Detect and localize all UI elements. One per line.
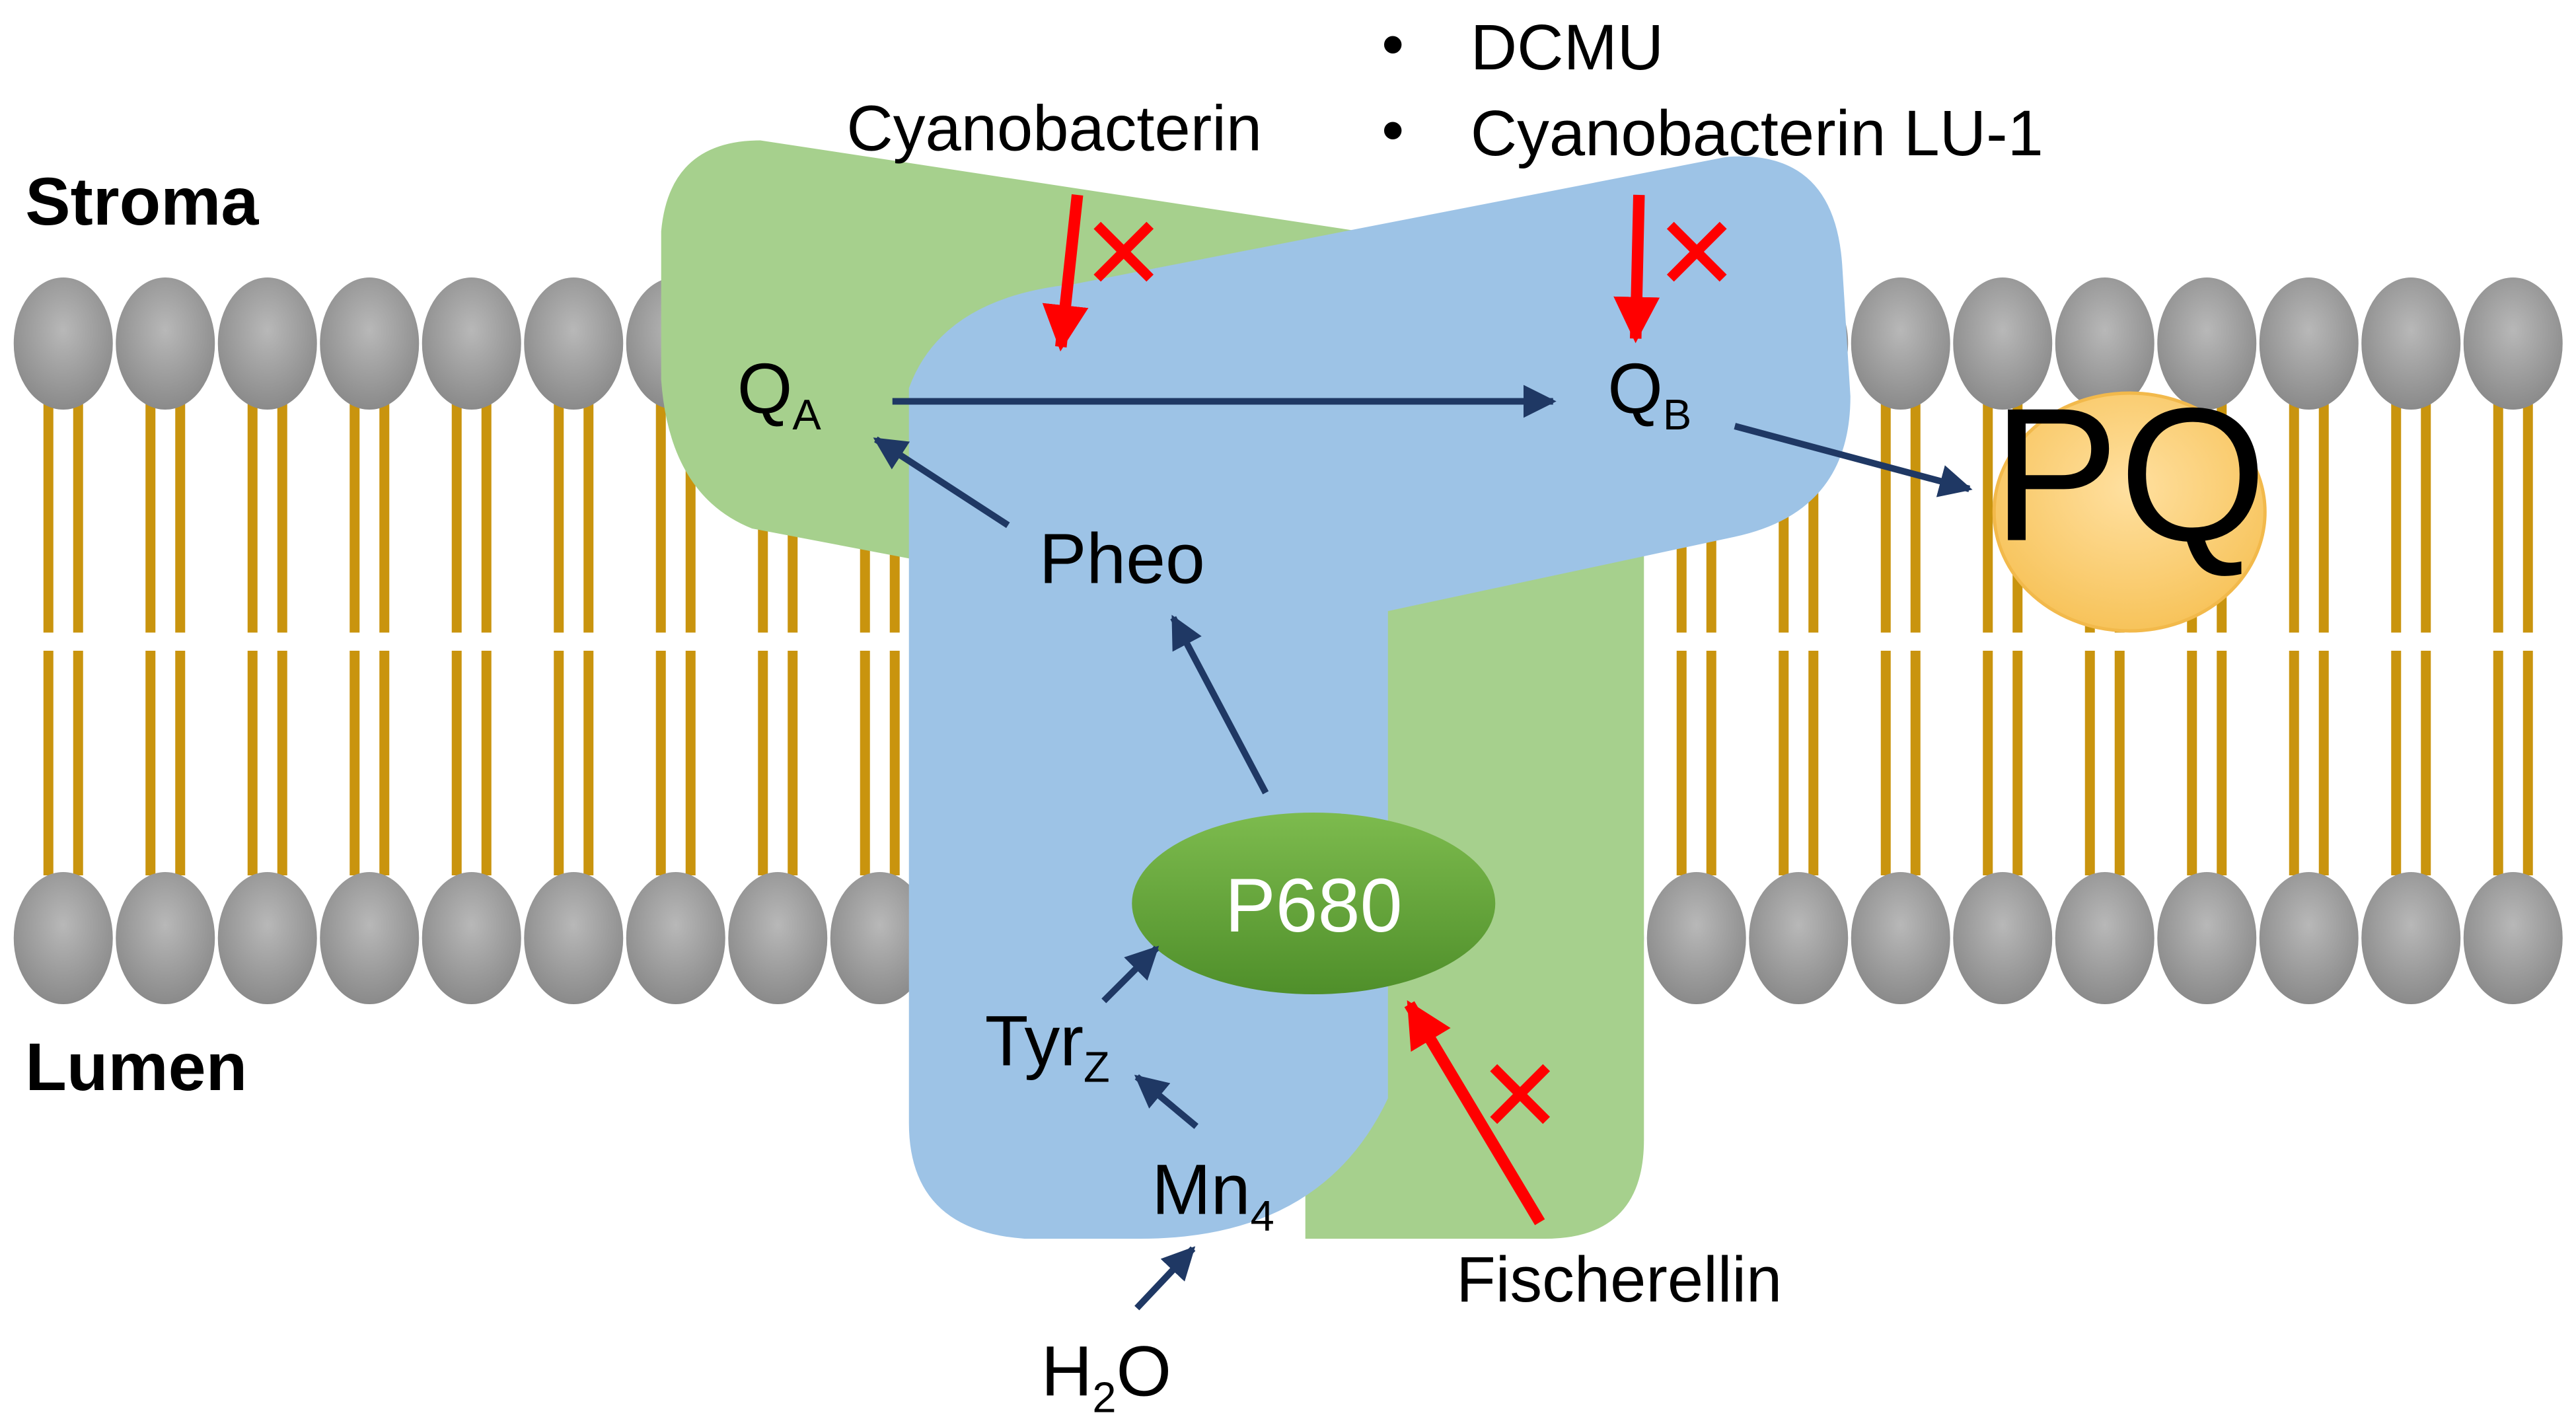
lipid-bilayer [13,277,2563,1004]
inhibitor-dcmu: DCMU [1471,11,1664,83]
lipid-head [2259,872,2359,1004]
lipid-head [2463,277,2563,410]
lipid-head [2157,277,2257,410]
arrow-tyrz-to-p680 [1101,945,1159,1004]
arrow-p680-to-pheo [1170,614,1269,795]
lipid-head [2055,872,2154,1004]
lipid-head [2361,277,2461,410]
arrow-h2o-to-mn4 [1134,1246,1196,1311]
mn4-label: Mn4 [1152,1150,1274,1240]
lipid-head [2055,277,2154,410]
lipid-head [1851,277,1950,410]
lipid-head [116,872,215,1004]
lipid-head [13,872,113,1004]
lipid-head [1646,872,1746,1004]
qa-label: QA [737,349,822,439]
dcmu-arrow [1613,194,1660,344]
inhibitor-bullet-1: • [1381,8,1404,80]
lipid-head [2361,872,2461,1004]
lipid-head [1953,277,2053,410]
p680-reaction-center [1132,813,1496,994]
block-mark-qa: ✕ [1081,197,1167,311]
h2o-label: H2O [1041,1332,1171,1422]
lipid-head [320,872,420,1004]
lipid-head [1953,872,2053,1004]
fischerellin-arrow [1404,1000,1545,1226]
lipid-head [2463,872,2563,1004]
stroma-label: Stroma [25,163,259,239]
inhibitor-bullet-2: • [1381,94,1404,166]
lipid-head [626,872,725,1004]
tyrz-label: TyrZ [985,1002,1110,1091]
lipid-head [728,872,828,1004]
lumen-label: Lumen [25,1029,247,1105]
lipid-head [116,277,215,410]
lipid-head [2157,872,2257,1004]
lipid-head [2259,277,2359,410]
plastoquinone [1992,391,2267,633]
cyanobacterin-label: Cyanobacterin [846,92,1262,165]
lipid-head [1749,872,1849,1004]
pheo-label: Pheo [1039,519,1205,599]
lipid-head [830,872,930,1004]
lipid-head [13,277,113,410]
lipid-head [320,277,420,410]
inhibition-arrows [1042,194,1660,1226]
pq-label: PQ [1993,369,2267,581]
qb-label: QB [1607,349,1691,439]
cyanobacterin-arrow [1042,194,1089,351]
arrow-pheo-to-qa [873,436,1010,529]
lipid-head [217,872,317,1004]
arrow-mn4-to-tyrz [1134,1074,1198,1129]
fischerellin-label: Fischerellin [1456,1243,1782,1315]
electron-transfer-arrows [873,384,1973,1311]
lipid-head [524,872,624,1004]
lipid-head [217,277,317,410]
lipid-head [524,277,624,410]
lipid-head [1851,872,1950,1004]
block-mark-p680: ✕ [1477,1039,1563,1153]
inhibitor-cyanobacterin-lu1: Cyanobacterin LU-1 [1471,97,2043,169]
lipid-head [422,277,521,410]
lipid-head [422,872,521,1004]
block-mark-qb: ✕ [1654,197,1740,311]
arrow-qb-to-pq [1734,423,1973,497]
p680-label: P680 [1225,863,1403,948]
